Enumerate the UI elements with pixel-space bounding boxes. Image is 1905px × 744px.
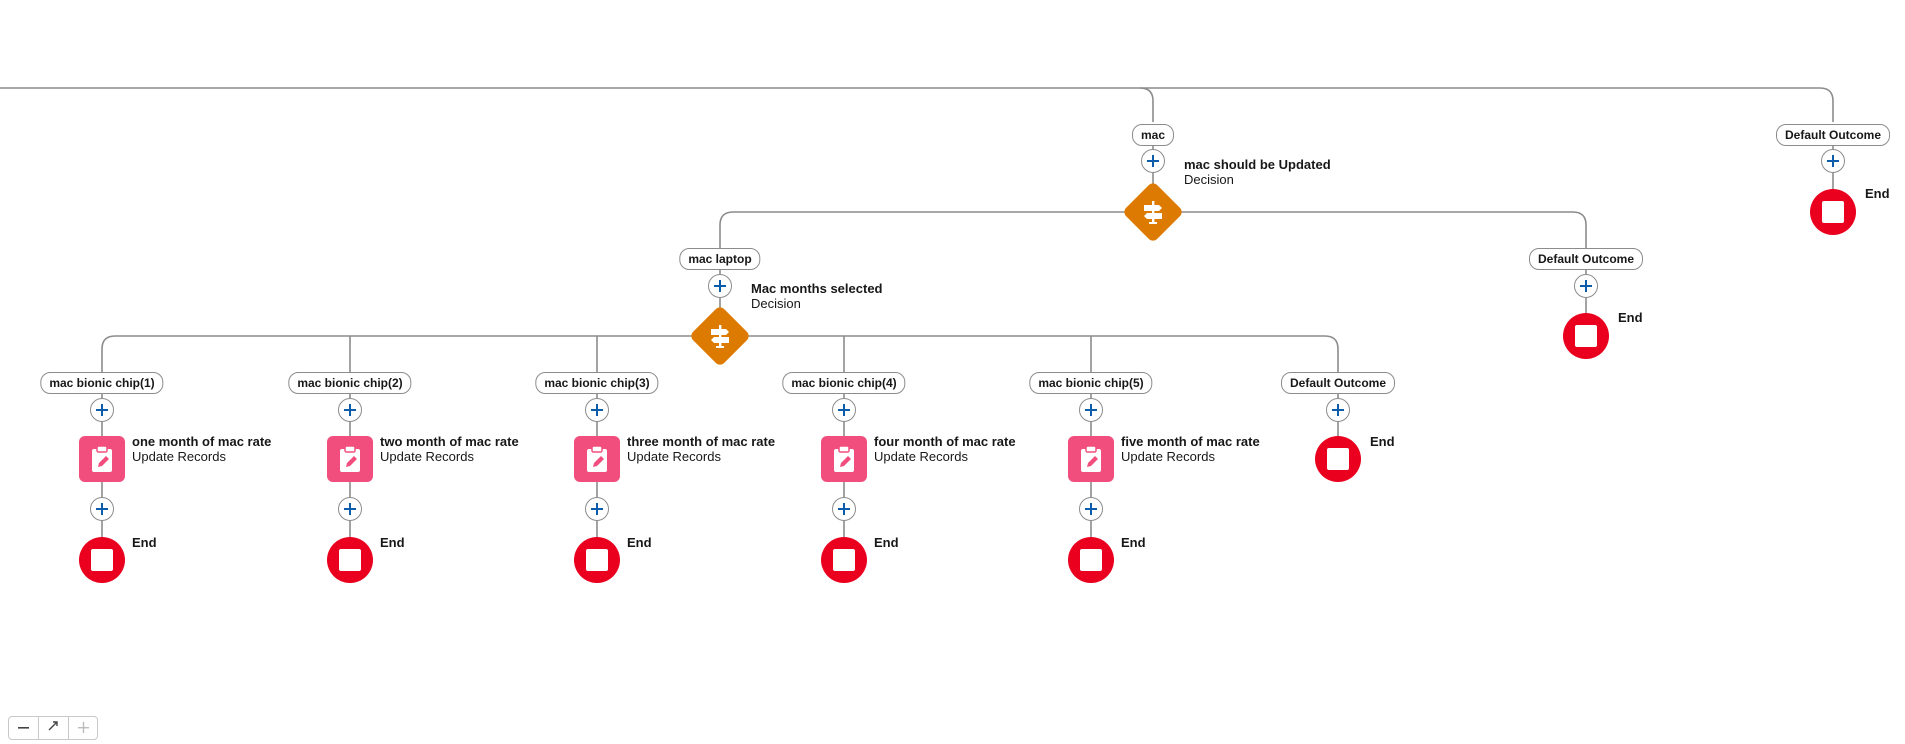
end-label: End (1618, 310, 1643, 325)
decision-label: mac should be Updated Decision (1184, 157, 1331, 187)
add-element-button[interactable] (585, 497, 609, 521)
zoom-out-button[interactable] (9, 717, 39, 739)
end-label: End (1370, 434, 1395, 449)
add-element-button[interactable] (1326, 398, 1350, 422)
update-type: Update Records (627, 449, 721, 464)
outcome-default-top[interactable]: Default Outcome (1775, 124, 1891, 146)
update-title: four month of mac rate (874, 434, 1016, 449)
clipboard-edit-icon (340, 445, 360, 472)
update-label: five month of mac rate Update Records (1121, 434, 1260, 464)
decision-type: Decision (751, 296, 801, 311)
add-element-button[interactable] (1821, 149, 1845, 173)
outcome-chip-3[interactable]: mac bionic chip(3) (535, 372, 659, 394)
update-type: Update Records (132, 449, 226, 464)
outcome-default-mid[interactable]: Default Outcome (1528, 248, 1644, 270)
end-node[interactable] (327, 537, 373, 583)
add-element-button[interactable] (1141, 149, 1165, 173)
clipboard-edit-icon (1081, 445, 1101, 472)
signpost-icon (1144, 201, 1162, 224)
update-type: Update Records (874, 449, 968, 464)
update-records-node[interactable] (574, 436, 620, 482)
end-label: End (380, 535, 405, 550)
update-label: four month of mac rate Update Records (874, 434, 1016, 464)
end-label: End (1865, 186, 1890, 201)
outcome-mac-laptop[interactable]: mac laptop (679, 248, 761, 270)
add-element-button[interactable] (832, 497, 856, 521)
update-title: three month of mac rate (627, 434, 776, 449)
update-type: Update Records (1121, 449, 1215, 464)
outcome-chip-2[interactable]: mac bionic chip(2) (288, 372, 412, 394)
fit-view-button[interactable] (39, 717, 69, 739)
add-element-button[interactable] (338, 497, 362, 521)
update-label: three month of mac rate Update Records (627, 434, 775, 464)
zoom-controls (8, 716, 98, 740)
end-label: End (627, 535, 652, 550)
signpost-icon (711, 325, 729, 348)
outcome-chip-5[interactable]: mac bionic chip(5) (1029, 372, 1153, 394)
end-label: End (1121, 535, 1146, 550)
plus-icon (78, 722, 89, 733)
clipboard-edit-icon (587, 445, 607, 472)
update-type: Update Records (380, 449, 474, 464)
end-label: End (132, 535, 157, 550)
add-element-button[interactable] (338, 398, 362, 422)
outcome-chip-1[interactable]: mac bionic chip(1) (40, 372, 164, 394)
outcome-mac[interactable]: mac (1131, 124, 1175, 146)
decision-title: mac should be Updated (1184, 157, 1331, 172)
outcome-chip-4[interactable]: mac bionic chip(4) (782, 372, 906, 394)
add-element-button[interactable] (832, 398, 856, 422)
decision-type: Decision (1184, 172, 1234, 187)
clipboard-edit-icon (92, 445, 112, 472)
update-title: five month of mac rate (1121, 434, 1260, 449)
end-node[interactable] (1810, 189, 1856, 235)
fit-view-icon (48, 721, 58, 731)
add-element-button[interactable] (1574, 274, 1598, 298)
zoom-in-button[interactable] (69, 717, 98, 739)
end-node[interactable] (574, 537, 620, 583)
end-node[interactable] (1068, 537, 1114, 583)
end-node[interactable] (1563, 313, 1609, 359)
add-element-button[interactable] (1079, 497, 1103, 521)
update-records-node[interactable] (79, 436, 125, 482)
end-node[interactable] (79, 537, 125, 583)
update-records-node[interactable] (1068, 436, 1114, 482)
end-node[interactable] (1315, 436, 1361, 482)
end-node[interactable] (821, 537, 867, 583)
update-label: two month of mac rate Update Records (380, 434, 519, 464)
update-title: one month of mac rate (132, 434, 272, 449)
update-records-node[interactable] (327, 436, 373, 482)
add-element-button[interactable] (90, 398, 114, 422)
add-element-button[interactable] (585, 398, 609, 422)
add-element-button[interactable] (708, 274, 732, 298)
add-element-button[interactable] (90, 497, 114, 521)
update-label: one month of mac rate Update Records (132, 434, 271, 464)
minus-icon (18, 727, 29, 729)
end-label: End (874, 535, 899, 550)
update-records-node[interactable] (821, 436, 867, 482)
decision-title: Mac months selected (751, 281, 883, 296)
update-title: two month of mac rate (380, 434, 519, 449)
clipboard-edit-icon (834, 445, 854, 472)
add-element-button[interactable] (1079, 398, 1103, 422)
outcome-default-low[interactable]: Default Outcome (1280, 372, 1396, 394)
decision-label: Mac months selected Decision (751, 281, 883, 311)
